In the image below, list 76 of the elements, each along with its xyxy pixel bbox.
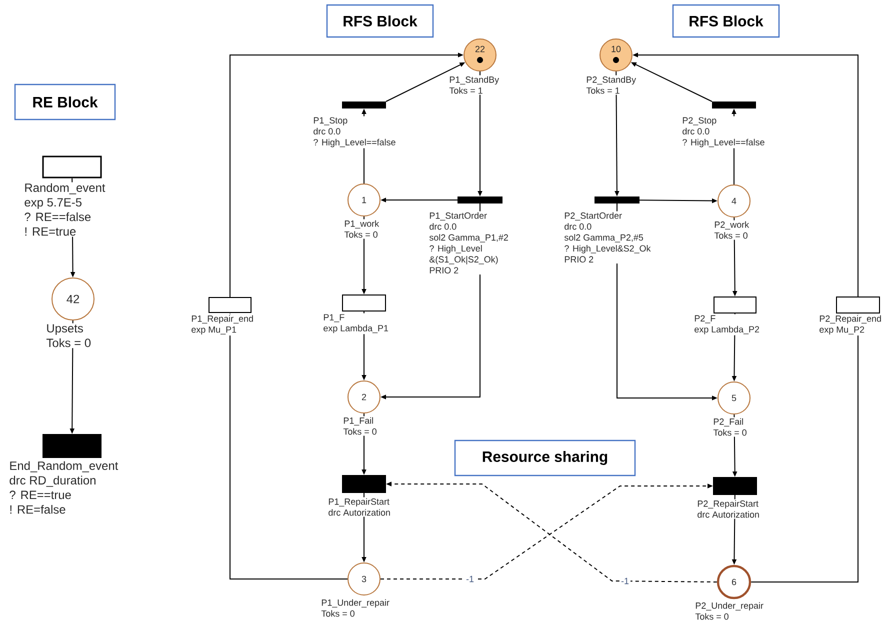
node-label: sol2 Gamma_P1,#2: [429, 234, 508, 242]
place-label: P1_Under_repair Toks = 0: [320, 598, 390, 618]
node-label: ? High_Level&S2_Ok: [564, 245, 651, 254]
node-label: drc 0.0: [430, 223, 456, 230]
place: 3: [348, 562, 380, 596]
transition: [713, 477, 757, 495]
edge-label: -1: [620, 576, 630, 586]
transition: [342, 475, 386, 493]
place: 4: [718, 184, 750, 218]
place-label: P2_Under_repair Toks = 0: [694, 601, 764, 621]
transition-label: P2_F exp Lambda_P2: [693, 314, 760, 336]
node-label: exp 5.7E-5: [24, 198, 82, 209]
node-label: P1_Stop: [314, 117, 348, 126]
node-label: P1_RepairStart: [328, 498, 390, 507]
transition-label: P2_Stop drc 0.0 ? High_Level==false: [681, 116, 766, 148]
node-label: exp Mu_P1: [192, 326, 236, 334]
transition: [42, 156, 102, 178]
block-title-box: Resource sharing: [454, 440, 636, 476]
transition-label: End_Random_event drc RD_duration ? RE==true ! RE=false: [8, 460, 120, 515]
transition-label: P2_StartOrder drc 0.0 sol2 Gamma_P2,#5 ? High_Level&S2_Ok PRIO 2: [563, 211, 652, 264]
transition-label: P1_Stop drc 0.0 ? High_Level==false: [312, 116, 397, 148]
place: 1: [348, 184, 380, 216]
place: 6: [716, 564, 752, 600]
transition-label: P1_StartOrder drc 0.0 sol2 Gamma_P1,#2 ? High_Level &(S1_Ok|S2_Ok) PRIO 2: [428, 211, 510, 274]
node-label: P2_RepairStart: [698, 500, 758, 509]
node-label: P2_Repair_end: [820, 315, 881, 324]
transition-label: P1_RepairStart drc Autorization: [327, 497, 392, 517]
node-label: drc 0.0: [682, 128, 710, 134]
place: 5: [718, 382, 750, 414]
node-label: drc Autorization: [698, 511, 759, 518]
node-label: drc 0.0: [564, 223, 592, 230]
block-title-box: RE Block: [14, 84, 116, 120]
node-label: P1_StartOrder: [430, 212, 487, 220]
transition: [42, 434, 102, 458]
node-label: P1_F: [324, 314, 344, 322]
transition-label: Random_event exp 5.7E-5 ? RE==false ! RE=true: [23, 182, 106, 237]
node-label: PRIO 2: [564, 256, 594, 263]
place: 42: [52, 278, 94, 320]
edge-label: -1: [464, 574, 476, 584]
node-label: exp Mu_P2: [820, 326, 864, 334]
block-title-box: RFS Block: [326, 4, 434, 38]
node-label: ? High_Level: [430, 245, 482, 254]
node-label: Random_event: [25, 183, 106, 194]
transition: [714, 296, 756, 314]
node-label: ! RE=true: [25, 227, 76, 236]
transition-label: P1_F exp Lambda_P1: [322, 313, 390, 334]
node-label: P1_Repair_end: [192, 315, 253, 324]
transition-label: P2_RepairStart drc Autorization: [696, 499, 760, 519]
place-label: P1_work Toks = 0: [343, 219, 380, 239]
transition: [836, 296, 880, 314]
node-label: ? High_Level==false: [682, 138, 764, 148]
node-label: P2_Stop: [682, 117, 716, 126]
node-label: P2_StartOrder: [564, 212, 622, 220]
node-label: ? High_Level==false: [314, 138, 396, 148]
transition: [342, 294, 386, 312]
place-label: Upsets Toks = 0: [45, 323, 92, 348]
node-label: drc 0.0: [314, 128, 340, 134]
transition-label: P2_Repair_end exp Mu_P2: [818, 314, 883, 336]
place-label: P2_work Toks = 0: [713, 220, 750, 240]
place-label: P2_StandBy Toks = 1: [585, 75, 638, 95]
place-label: P1_Fail Toks = 0: [342, 416, 378, 436]
place-label: P2_Fail Toks = 0: [712, 417, 748, 437]
block-title-box: RFS Block: [672, 4, 780, 38]
node-label: &(S1_Ok|S2_Ok): [430, 256, 498, 264]
place-number: 22: [475, 46, 485, 52]
node-label: P2_F: [694, 315, 716, 324]
node-label: exp Lambda_P2: [694, 326, 760, 334]
node-label: PRIO 2: [430, 267, 458, 274]
node-label: exp Lambda_P1: [324, 324, 388, 334]
place-label: P1_StandBy Toks = 1: [448, 75, 500, 95]
node-label: drc Autorization: [328, 509, 390, 516]
place-number: 10: [612, 46, 621, 52]
place: 2: [348, 380, 380, 414]
node-label: sol2 Gamma_P2,#5: [564, 234, 644, 242]
transition: [208, 297, 252, 313]
node-label: ? RE==false: [24, 212, 91, 222]
